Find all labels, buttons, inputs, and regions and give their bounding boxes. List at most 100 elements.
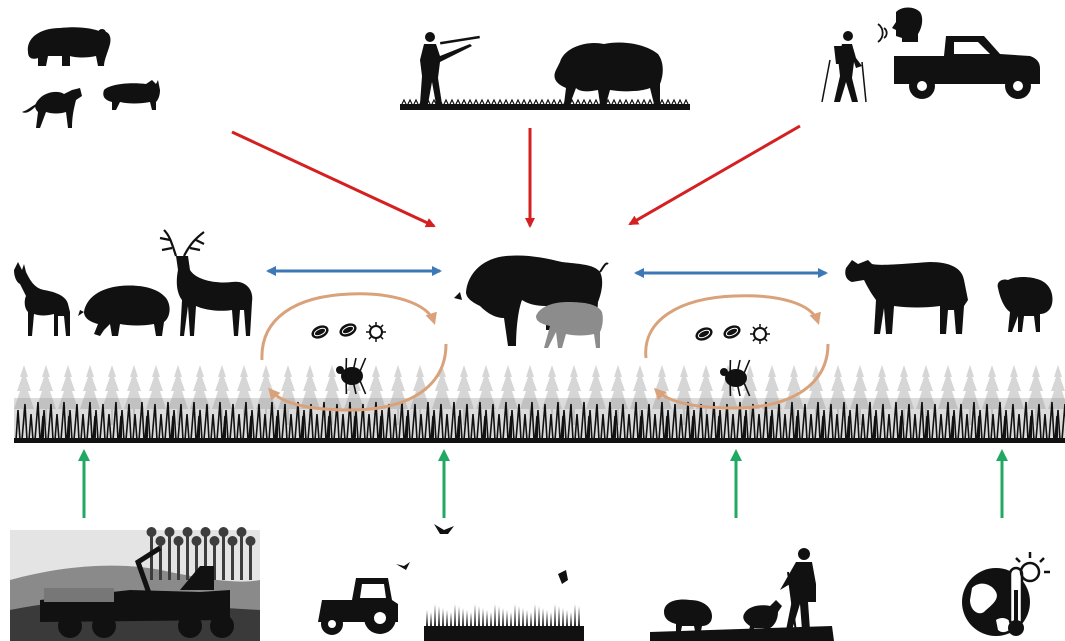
tree-trunk	[186, 532, 189, 580]
pastoralism-group	[650, 548, 834, 641]
parasite-icon	[721, 323, 742, 341]
crop-stalk	[518, 606, 520, 628]
hunting-ground	[400, 104, 690, 110]
grass-tuft	[588, 100, 592, 104]
grass-tuft	[558, 100, 562, 104]
grass-tuft	[510, 100, 514, 104]
tractor-icon	[318, 578, 398, 635]
grass-tuft	[486, 100, 490, 104]
climate-change-group	[962, 552, 1050, 636]
grass-tuft	[498, 100, 502, 104]
crop-stalk	[554, 604, 556, 628]
tree-trunk	[231, 541, 234, 580]
tree-crown	[201, 527, 211, 537]
tree-crown	[183, 527, 193, 537]
crop-stalk	[426, 610, 428, 628]
tree-crown	[156, 536, 166, 546]
hiker-icon	[822, 31, 866, 102]
crop-stalk	[490, 612, 492, 628]
grass-tuft	[402, 100, 406, 104]
grass-tuft	[450, 100, 454, 104]
tree-trunk	[177, 541, 180, 580]
grass-tuft	[672, 100, 676, 104]
grass-tuft	[636, 100, 640, 104]
hunter-icon	[420, 32, 480, 104]
crop-stalk	[510, 612, 512, 628]
crop-stalk	[478, 606, 480, 628]
parasite-icon	[693, 325, 714, 343]
globe-thermometer-icon	[962, 552, 1050, 636]
crop-stalk	[546, 610, 548, 628]
grass-tuft	[594, 100, 598, 104]
parasite-cycle-right	[646, 296, 828, 408]
crop-stalk	[534, 604, 536, 628]
grass-tuft	[462, 100, 466, 104]
pressure-arrows	[232, 126, 800, 226]
grass-tuft	[540, 100, 544, 104]
tree-trunk	[240, 532, 243, 580]
grass-tuft	[666, 100, 670, 104]
tree-crown	[210, 536, 220, 546]
grass-tuft	[552, 100, 556, 104]
crop-stalk	[562, 608, 564, 628]
tree-trunk	[168, 532, 171, 580]
crop-stalk	[450, 612, 452, 628]
crop-stalk	[574, 604, 576, 628]
lynx-icon	[103, 80, 160, 110]
grass-tuft	[474, 100, 478, 104]
grass-tuft	[546, 100, 550, 104]
grass-tuft	[468, 100, 472, 104]
arrow-predators-to-bison	[232, 132, 434, 226]
crop-stalk	[538, 606, 540, 628]
crop-stalk	[466, 610, 468, 628]
crop-stalk	[566, 610, 568, 628]
parasite-icon	[337, 321, 358, 339]
tree-crown	[147, 527, 157, 537]
grass-tuft	[504, 100, 508, 104]
crop-stalk	[522, 608, 524, 628]
hunting-group	[400, 32, 690, 110]
crop-stalk	[482, 608, 484, 628]
cow-icon	[845, 260, 968, 334]
driver-arrows	[84, 452, 1002, 518]
pickup-truck-icon	[894, 36, 1040, 99]
wild-boar-icon	[78, 286, 170, 337]
crop-stalk	[558, 606, 560, 628]
grass-tuft	[534, 100, 538, 104]
grass-tuft	[660, 100, 664, 104]
crop-stalk	[526, 610, 528, 628]
tree-crown	[228, 536, 238, 546]
crop-stalk	[430, 612, 432, 628]
tree-trunk	[249, 541, 252, 580]
grass-tuft	[624, 100, 628, 104]
grass-tuft	[516, 100, 520, 104]
predators-group	[22, 27, 160, 128]
crop-stalk	[506, 610, 508, 628]
crop-field-icon	[424, 604, 584, 641]
crop-stalk	[446, 610, 448, 628]
crop-stalk	[470, 612, 472, 628]
human-disturbance-group	[822, 8, 1040, 103]
roe-deer-icon	[14, 262, 70, 336]
crop-stalk	[434, 604, 436, 628]
grass-tuft	[678, 100, 682, 104]
grass-tuft	[630, 100, 634, 104]
tree-crown	[219, 527, 229, 537]
parasite-icon	[309, 323, 330, 341]
virus-icon	[366, 322, 386, 342]
wolf-icon	[22, 88, 82, 128]
tree-crown	[246, 536, 256, 546]
crop-stalk	[486, 610, 488, 628]
grass-tuft	[480, 100, 484, 104]
grass-tuft	[648, 100, 652, 104]
grass-strip	[14, 398, 1065, 440]
speaking-head-icon	[878, 8, 922, 43]
crop-stalk	[578, 606, 580, 628]
crop-stalk	[458, 606, 460, 628]
crop-stalk	[530, 612, 532, 628]
tree-trunk	[222, 532, 225, 580]
agriculture-group	[318, 524, 584, 641]
shepherd-icon	[780, 548, 816, 632]
